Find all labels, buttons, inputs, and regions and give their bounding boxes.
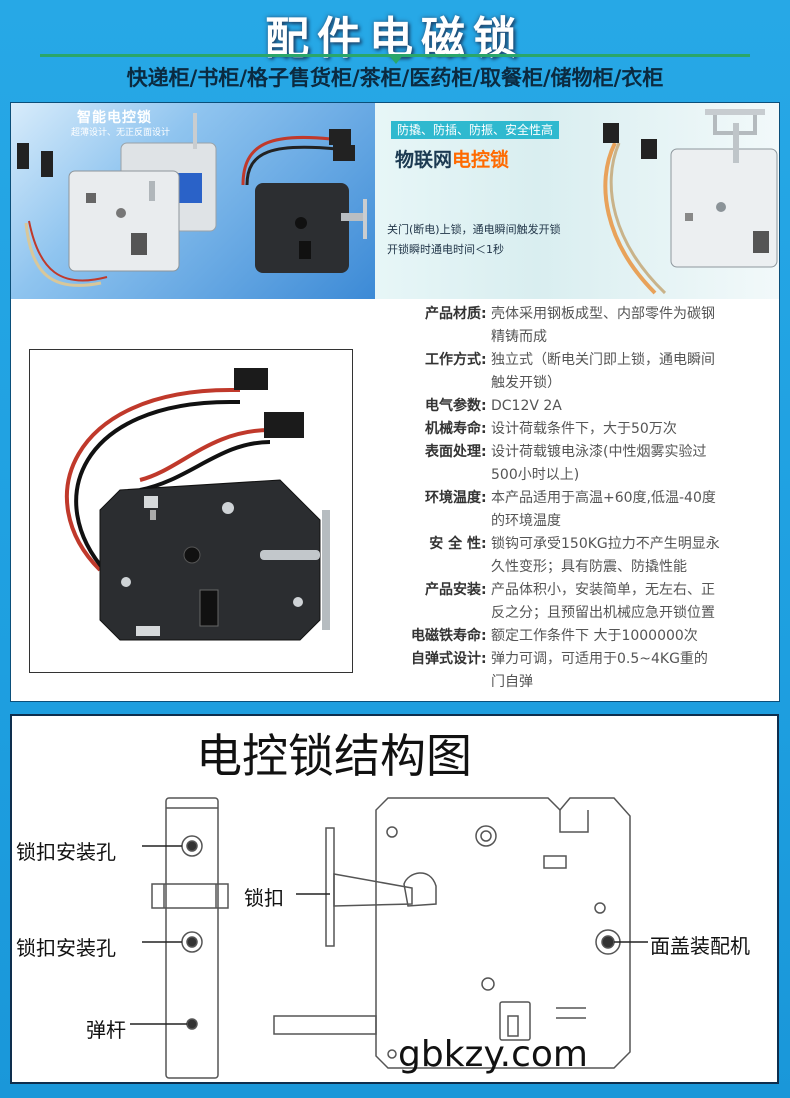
- structure-diagram-panel: 电控锁结构图 锁扣安装孔: [10, 714, 779, 1084]
- spec-value: 锁钩可承受150KG拉力不产生明显永久性变形；具有防震、防撬性能: [491, 536, 720, 575]
- spec-row-magnet-life: 电磁铁寿命: 额定工作条件下 大于1000000次: [389, 625, 779, 648]
- banner-left-title: 智能电控锁: [77, 110, 152, 126]
- banner-smart-lock: 智能电控锁 超薄设计、无正反面设计: [11, 103, 375, 299]
- iot-lock-photo: [603, 109, 778, 295]
- spec-value: 壳体采用钢板成型、内部零件为碳钢精铸而成: [491, 306, 715, 345]
- application-list: 快递柜/书柜/格子售货柜/茶柜/医药柜/取餐柜/储物柜/衣柜: [126, 66, 664, 90]
- label-catch-hole-1: 锁扣安装孔: [16, 840, 116, 864]
- spec-value: DC12V 2A: [491, 398, 562, 414]
- label-cover-mount: 面盖装配机: [650, 934, 750, 958]
- banner-right-tagline: 防撬、防插、防振、安全性高: [391, 121, 560, 139]
- label-catch: 锁扣: [244, 886, 284, 910]
- spec-label: 产品材质: [425, 306, 481, 322]
- banner-right-title-a: 物联网: [395, 149, 453, 171]
- spec-value: 产品体积小，安装简单，无左右、正反之分；且预留出机械应急开锁位置: [491, 582, 715, 621]
- spec-label: 电磁铁寿命: [411, 628, 481, 644]
- spec-label: 安 全 性: [429, 536, 481, 552]
- header-divider-arrow: [388, 54, 404, 64]
- watermark-text: gbkzy.com: [398, 1034, 588, 1075]
- lock-structure-diagram: [130, 797, 648, 1079]
- banner-left-subtitle: 超薄设计、无正反面设计: [71, 128, 171, 138]
- spec-row-mechanical-life: 机械寿命: 设计荷载条件下，大于50万次: [389, 418, 779, 441]
- spec-label: 表面处理: [425, 444, 481, 460]
- spec-row-self-eject: 自弹式设计: 弹力可调，可适用于0.5~4KG重的门自弹: [389, 648, 779, 694]
- spec-list: 产品材质: 壳体采用钢板成型、内部零件为碳钢精铸而成 工作方式: 独立式（断电关…: [389, 303, 779, 694]
- spec-row-safety: 安 全 性: 锁钩可承受150KG拉力不产生明显永久性变形；具有防震、防撬性能: [389, 533, 779, 579]
- black-lock-photo: [64, 368, 330, 641]
- spec-value: 本产品适用于高温+60度,低温-40度的环境温度: [491, 490, 716, 529]
- product-panel: 智能电控锁 超薄设计、无正反面设计: [10, 102, 780, 702]
- label-catch-hole-2: 锁扣安装孔: [16, 936, 116, 960]
- spec-label: 产品安装: [425, 582, 481, 598]
- label-spring-rod: 弹杆: [86, 1018, 126, 1042]
- banner-right-title: 物联网电控锁: [395, 145, 509, 172]
- structure-title: 电控锁结构图: [196, 729, 472, 783]
- spec-row-mode: 工作方式: 独立式（断电关门即上锁，通电瞬间触发开锁）: [389, 349, 779, 395]
- banner-iot-lock: 防撬、防插、防振、安全性高 物联网电控锁 关门(断电)上锁，通电瞬间触发开锁 开…: [375, 103, 779, 299]
- spec-value: 独立式（断电关门即上锁，通电瞬间触发开锁）: [491, 352, 715, 391]
- banner-right-desc-2: 开锁瞬时通电时间＜1秒: [387, 243, 504, 256]
- banner-right-title-b: 电控锁: [452, 149, 510, 171]
- lock-product-photo: [17, 113, 367, 287]
- spec-row-material: 产品材质: 壳体采用钢板成型、内部零件为碳钢精铸而成: [389, 303, 779, 349]
- spec-value: 额定工作条件下 大于1000000次: [491, 628, 698, 644]
- spec-row-electrical: 电气参数: DC12V 2A: [389, 395, 779, 418]
- product-photo-frame: [29, 349, 353, 673]
- spec-row-installation: 产品安装: 产品体积小，安装简单，无左右、正反之分；且预留出机械应急开锁位置: [389, 579, 779, 625]
- spec-row-temperature: 环境温度: 本产品适用于高温+60度,低温-40度的环境温度: [389, 487, 779, 533]
- spec-label: 电气参数: [425, 398, 481, 414]
- spec-label: 工作方式: [425, 352, 481, 368]
- spec-label: 机械寿命: [425, 421, 481, 437]
- spec-value: 弹力可调，可适用于0.5~4KG重的门自弹: [491, 651, 708, 690]
- banner-right-desc-1: 关门(断电)上锁，通电瞬间触发开锁: [387, 223, 561, 236]
- spec-label: 自弹式设计: [411, 651, 481, 667]
- spec-label: 环境温度: [425, 490, 481, 506]
- spec-value: 设计荷载条件下，大于50万次: [491, 421, 677, 437]
